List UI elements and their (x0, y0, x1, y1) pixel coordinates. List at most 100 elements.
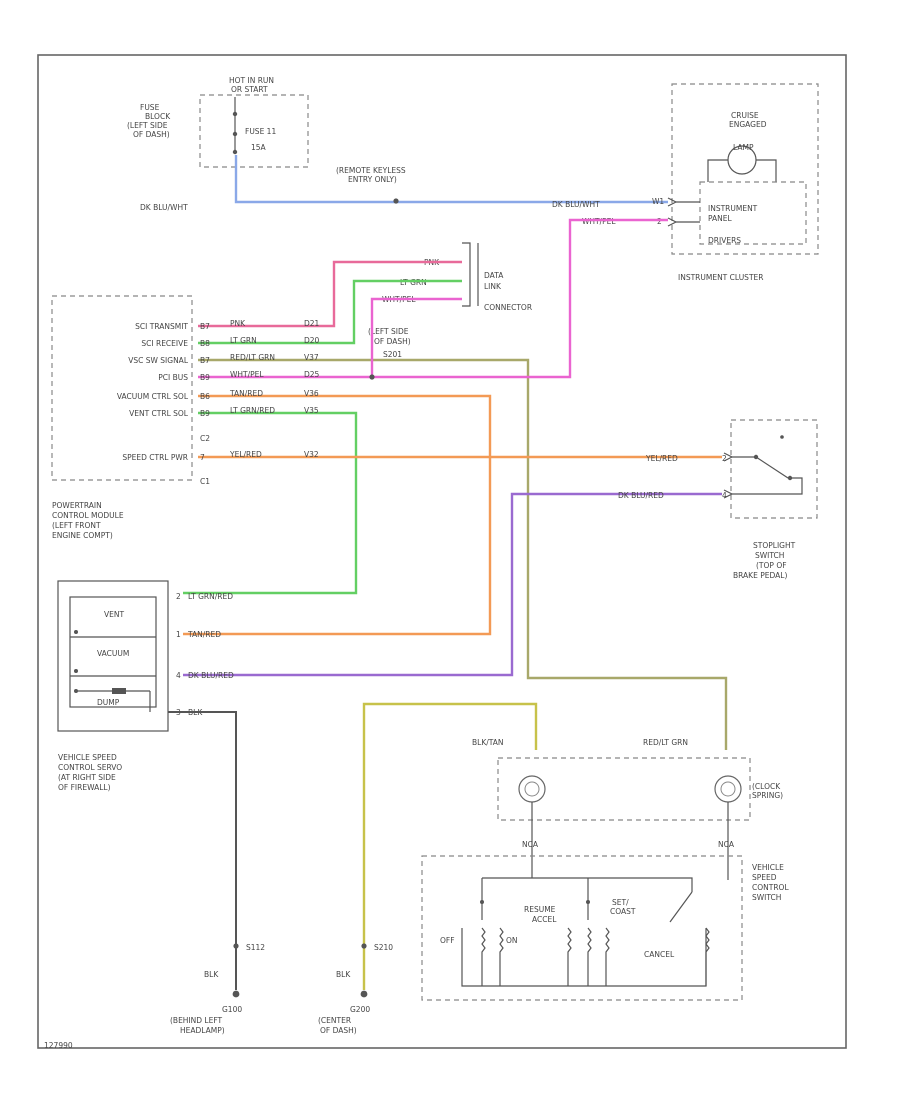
pcm-pin-4: B6 (200, 392, 210, 401)
blue-wire-label: DK BLU/WHT (140, 203, 188, 212)
pcm-wire-label-1: LT GRN (230, 336, 257, 345)
ground-splice-left-dot (233, 943, 239, 949)
servo-dot-2 (74, 669, 78, 673)
ground-right-splice: S210 (374, 943, 393, 952)
stoplight-return-wire (732, 477, 803, 495)
ground-right-name: G200 (350, 1005, 370, 1014)
servo-pin-vacuum: 1 (176, 630, 181, 639)
cluster-wire-2-label: WHT/PEL (582, 217, 616, 226)
pcm-caption-1: POWERTRAIN (52, 501, 102, 510)
dlc-label-2: LINK (484, 282, 502, 291)
clock-spring-left-wire: BLK/TAN (472, 738, 504, 747)
stoplight-contact-3 (780, 435, 784, 439)
pcm-pin-1: B8 (200, 339, 210, 348)
cluster-wire-1-label: DK BLU/WHT (552, 200, 600, 209)
pcm-circuit-code-5: V35 (304, 406, 319, 415)
pcm-caption-4: ENGINE COMPT) (52, 531, 113, 540)
pcm-circuit-code-2: V37 (304, 353, 319, 362)
cruise-label-1: CRUISE (731, 111, 759, 120)
remote-keyless-label-1: (REMOTE KEYLESS (336, 166, 406, 175)
remote-keyless-splice (393, 198, 399, 204)
stoplight-caption-4: BRAKE PEDAL) (733, 571, 787, 580)
left-dash-splice-dot (369, 374, 375, 380)
cluster-pin-1: W1 (652, 197, 664, 206)
instrument-cluster-caption: INSTRUMENT CLUSTER (678, 273, 763, 282)
ground-right-wire: BLK (336, 970, 351, 979)
servo-dump-label: DUMP (97, 698, 120, 707)
pcm-pin-7: 7 (200, 453, 205, 462)
servo-dot-1 (74, 630, 78, 634)
left-dash-label-2: OF DASH) (374, 337, 411, 346)
fuse-block-name-2: BLOCK (145, 112, 171, 121)
wire-lt-grn-red (183, 411, 358, 595)
dlc-bracket (462, 242, 471, 307)
clock-spring-label-2: SPRING) (752, 791, 783, 800)
fuse-block-box (199, 94, 309, 168)
fuse-dot-mid (232, 131, 238, 137)
fuse-number: FUSE 11 (245, 127, 276, 136)
pcm-pin-5: B9 (200, 409, 210, 418)
servo-wire-vacuum-label: TAN/RED (187, 630, 221, 639)
clock-spring-right-coil-icon (714, 775, 742, 803)
stoplight-caption-1: STOPLIGHT (753, 541, 796, 550)
stoplight-wire-1-label: YEL/RED (645, 454, 678, 463)
fuse-dot-bottom (232, 149, 238, 155)
ground-right-caption-1: (CENTER (318, 1016, 351, 1025)
cruise-lamp-icon (727, 145, 757, 175)
switch-caption-2: SPEED (752, 873, 777, 882)
corner-code: 127990 (44, 1041, 73, 1050)
wire-lt-grn (198, 279, 462, 345)
speed-control-switch: RESUME ACCEL SET/ COAST OFF ON CANCEL VE… (421, 855, 789, 1001)
switch-resistors (481, 927, 710, 986)
pcm-wire-label-0: PNK (230, 319, 246, 328)
clock-spring-left-nca: NCA (522, 840, 539, 849)
pcm-caption-3: (LEFT FRONT (52, 521, 101, 530)
instrument-panel-box (699, 181, 807, 245)
switch-set-label-1: SET/ (612, 898, 629, 907)
ground-right-icon (360, 990, 368, 998)
speed-switch-box (421, 855, 743, 1001)
instrument-cluster: CRUISE ENGAGED LAMP INSTRUMENT PANEL DRI… (552, 83, 819, 282)
wire-red-lt-grn (198, 358, 728, 750)
pcm-row-label-4: VACUUM CTRL SOL (117, 392, 189, 401)
servo-inner-box (69, 596, 157, 708)
data-link-connector: DATA LINK CONNECTOR PNK LT GRN WHT/PEL (382, 242, 532, 312)
pcm-circuit-code-0: D21 (304, 319, 320, 328)
switch-caption-1: VEHICLE (752, 863, 784, 872)
clock-spring-right-coil-inner (720, 781, 736, 797)
pcm-row-label-8: C1 (200, 477, 210, 486)
pcm-wire-label-3: WHT/PEL (230, 370, 264, 379)
dlc-label-1: DATA (484, 271, 504, 280)
stoplight-switch-arm-icon (755, 456, 789, 479)
servo-pin-vent: 2 (176, 592, 181, 601)
ground-right-caption-2: OF DASH) (320, 1026, 357, 1035)
ground-left-splice: S112 (246, 943, 265, 952)
wire-wht-pel (198, 218, 668, 379)
left-dash-splice: S201 (383, 350, 402, 359)
instrument-cluster-box (671, 83, 819, 255)
switch-contact-1 (480, 900, 484, 904)
fuse-hot-label-2: OR START (231, 85, 268, 94)
switch-resume-label-2: ACCEL (532, 915, 557, 924)
speed-control-servo: VENT VACUUM DUMP LT GRN/RED TAN/RED DK B… (57, 580, 234, 792)
cruise-label-2: ENGAGED (729, 120, 767, 129)
servo-pin-dump: 4 (176, 671, 181, 680)
wire-blk-servo-ground (168, 711, 237, 990)
stoplight-switch-box (730, 419, 818, 519)
clock-spring-box (497, 757, 751, 821)
stoplight-caption-2: SWITCH (755, 551, 784, 560)
stoplight-pin-2: 4 (722, 491, 727, 500)
cluster-pin-2: 2 (657, 217, 662, 226)
switch-resistor-icon (567, 927, 572, 986)
switch-caption-4: SWITCH (752, 893, 781, 902)
left-dash-label-1: (LEFT SIDE (368, 327, 409, 336)
fuse-dot-top (232, 111, 238, 117)
ground-left-wire: BLK (204, 970, 219, 979)
servo-caption-4: OF FIREWALL) (58, 783, 111, 792)
switch-on-label: ON (506, 936, 518, 945)
ground-splice-right-dot (361, 943, 367, 949)
pcm-wire-label-7: YEL/RED (229, 450, 262, 459)
pcm-row-label-5: VENT CTRL SOL (129, 409, 189, 418)
